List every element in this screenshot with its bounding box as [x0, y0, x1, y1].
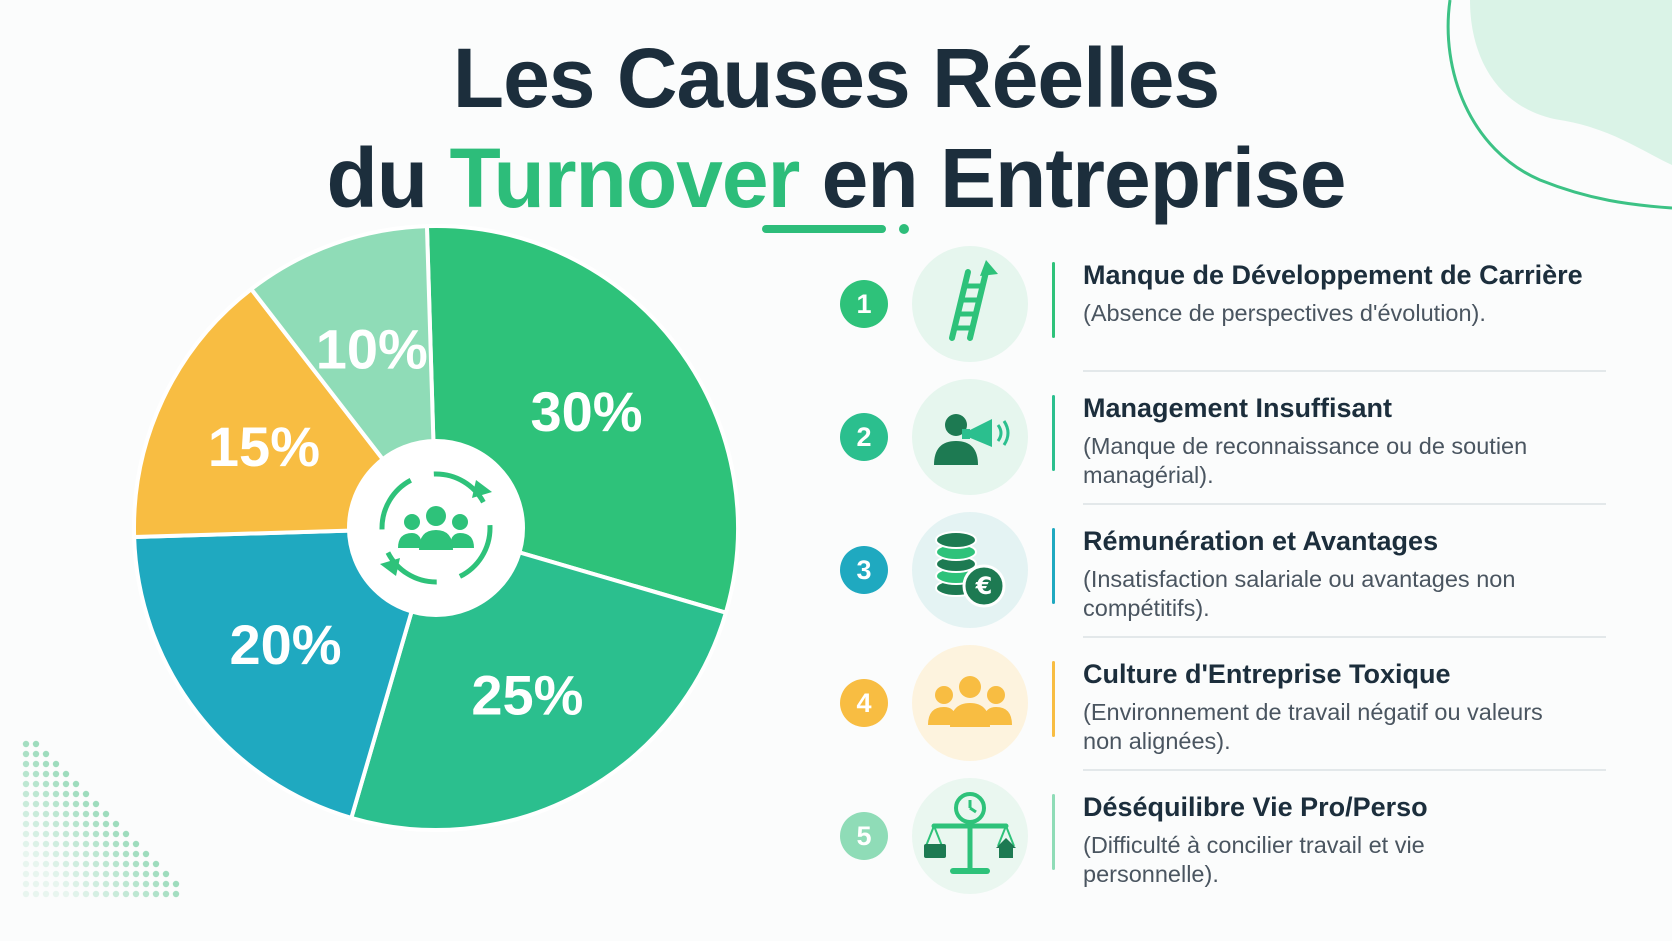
pie-slice-3: [132, 526, 438, 820]
cause-item-3: 3 € Rémunération et Avantages (Insatisfacti…: [840, 512, 1620, 645]
title-prefix: du: [326, 131, 450, 225]
cause-item-5: 5 Déséquilibre Vie Pro/Perso (Difficulté à…: [840, 778, 1620, 911]
pie-label-3: 20%: [229, 613, 341, 676]
cause-divider: [1083, 370, 1606, 372]
pie-label-4: 15%: [208, 415, 320, 478]
cause-accent-bar: [1052, 395, 1055, 471]
cause-description: (Difficulté à concilier travail et vie p…: [1083, 832, 1425, 887]
cause-divider: [1083, 769, 1606, 771]
page-title: Les Causes Réelles du Turnover en Entrep…: [0, 28, 1672, 228]
cause-description: (Absence de perspectives d'évolution).: [1083, 300, 1486, 326]
money-coins-icon: €: [912, 512, 1028, 628]
cause-number-badge: 4: [840, 679, 888, 727]
title-accent: Turnover: [449, 131, 800, 225]
team-rotation-icon: [347, 439, 525, 617]
cause-divider: [1083, 636, 1606, 638]
cause-item-2: 2 Management Insuffisant (Manque de reconn…: [840, 379, 1620, 512]
cause-accent-bar: [1052, 794, 1055, 870]
career-ladder-icon: [912, 246, 1028, 362]
cause-title: Manque de Développement de Carrière: [1083, 260, 1583, 290]
causes-list: 1 Manque de Développement de Carrière (Abs…: [840, 246, 1620, 911]
cause-number-badge: 3: [840, 546, 888, 594]
balance-scale-icon: [912, 778, 1028, 894]
title-suffix: en Entreprise: [799, 131, 1347, 225]
cause-description: (Environnement de travail négatif ou val…: [1083, 699, 1543, 754]
manager-megaphone-icon: [912, 379, 1028, 495]
cause-number-badge: 1: [840, 280, 888, 328]
title-line-2: du Turnover en Entreprise: [0, 128, 1672, 228]
pie-chart-svg: 30% 25% 20% 15% 10%: [132, 224, 740, 832]
cause-title: Rémunération et Avantages: [1083, 526, 1439, 556]
cause-accent-bar: [1052, 528, 1055, 604]
cause-accent-bar: [1052, 262, 1055, 338]
cause-item-4: 4 Culture d'Entreprise Toxique (Environnem…: [840, 645, 1620, 778]
title-underline: [762, 224, 909, 234]
cause-title: Culture d'Entreprise Toxique: [1083, 659, 1451, 689]
group-people-icon: [912, 645, 1028, 761]
pie-label-2: 25%: [471, 663, 583, 726]
pie-label-1: 30%: [530, 380, 642, 443]
cause-description: (Manque de reconnaissance ou de soutien …: [1083, 433, 1528, 488]
title-line-1: Les Causes Réelles: [452, 31, 1220, 125]
cause-title: Management Insuffisant: [1083, 393, 1393, 423]
cause-divider: [1083, 503, 1606, 505]
cause-item-1: 1 Manque de Développement de Carrière (Abs…: [840, 246, 1620, 379]
cause-title: Déséquilibre Vie Pro/Perso: [1083, 792, 1428, 822]
pie-chart: 30% 25% 20% 15% 10%: [96, 224, 776, 908]
decorative-dots: [22, 740, 180, 898]
cause-accent-bar: [1052, 661, 1055, 737]
cause-number-badge: 2: [840, 413, 888, 461]
cause-number-badge: 5: [840, 812, 888, 860]
cause-description: (Insatisfaction salariale ou avantages n…: [1083, 566, 1516, 621]
svg-text:€: €: [975, 572, 993, 600]
pie-label-5: 10%: [316, 317, 428, 380]
pie-slice-4: [132, 287, 438, 540]
